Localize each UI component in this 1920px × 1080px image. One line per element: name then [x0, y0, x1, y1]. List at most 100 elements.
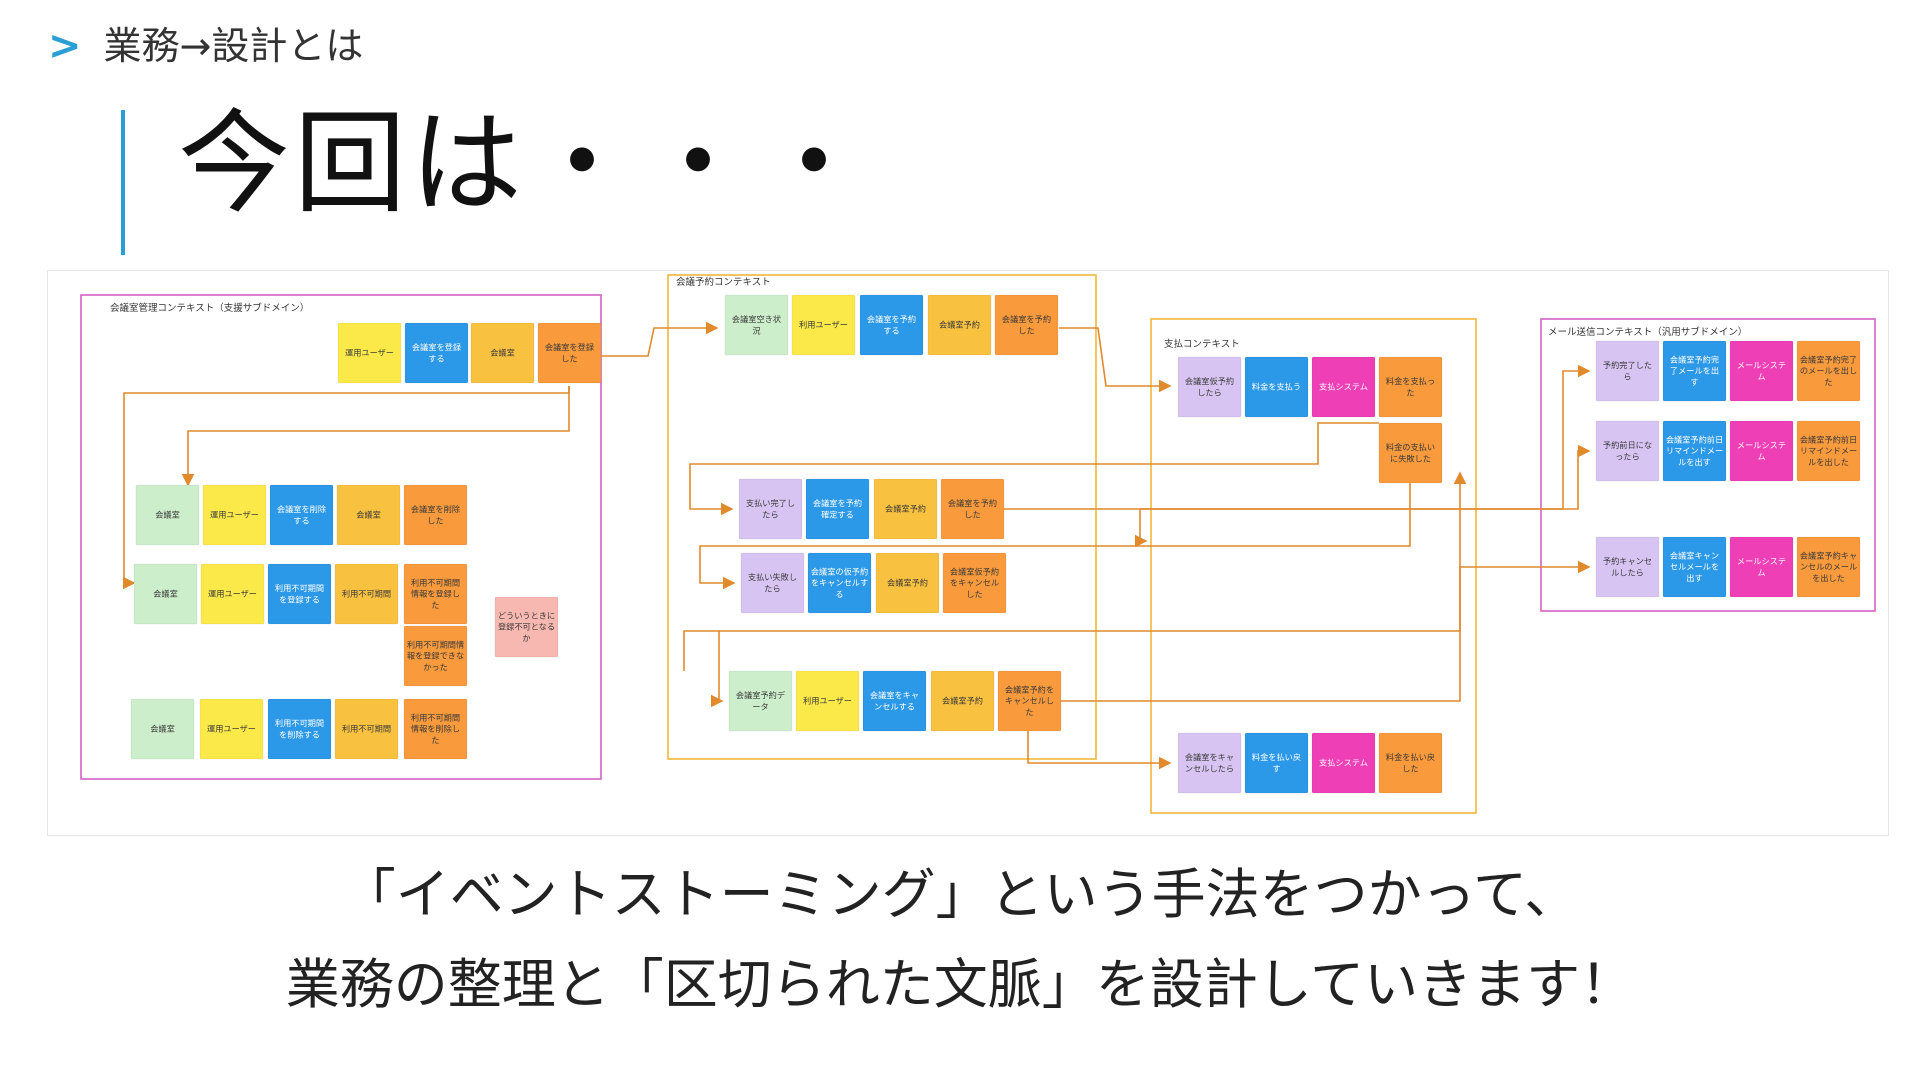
sticky-note-policy: 予約キャンセルしたら [1595, 536, 1660, 598]
sticky-note-event: 会議室を予約した [940, 478, 1005, 540]
connector-1 [601, 321, 719, 357]
sticky-note-aggregate-name: 会議室 [470, 322, 535, 384]
sticky-note-label: 料金を支払った [1386, 376, 1435, 397]
context-title-2: 会議予約コンテキスト [676, 276, 771, 288]
sticky-note-aggregate: 会議室空き状況 [724, 294, 789, 356]
sticky-note-label: 会議室を削除した [411, 504, 460, 525]
connector-12 [1061, 560, 1591, 702]
sticky-note-label: 料金を払い戻す [1252, 752, 1301, 773]
sticky-note-label: 利用不可期間を登録する [275, 583, 324, 604]
sticky-note-label: 料金を支払う [1252, 382, 1301, 392]
sticky-note-event: 会議室を登録した [537, 322, 602, 384]
sticky-note-label: 運用ユーザー [210, 510, 259, 520]
sticky-note-label: 支払い失敗したら [748, 572, 797, 593]
sticky-note-command: 会議室予約前日リマインドメールを出す [1662, 420, 1727, 482]
caption: 「イベントストーミング」という手法をつかって、 業務の整理と「区切られた文脈」を… [0, 850, 1920, 1030]
connector-6 [699, 483, 1411, 590]
event-storming-diagram: 会議室管理コンテキスト（支援サブドメイン）会議予約コンテキスト支払コンテキストメ… [80, 274, 1876, 814]
sticky-note-aggregate: 会議室 [133, 563, 198, 625]
sticky-note-actor: 利用ユーザー [791, 294, 856, 356]
sticky-note-label: 利用不可期間情報を登録した [411, 578, 460, 610]
sticky-note-label: 会議室を予約した [1002, 314, 1051, 335]
sticky-note-label: 会議室キャンセルメールを出す [1670, 551, 1719, 583]
connector-10 [683, 471, 1467, 671]
sticky-note-label: 会議室予約 [885, 504, 926, 514]
sticky-note-label: 利用不可期間を削除する [275, 718, 324, 739]
sticky-note-label: 利用不可期間情報を登録できなかった [407, 640, 464, 672]
connector-3 [122, 386, 570, 590]
sticky-note-external-system: メールシステム [1729, 536, 1794, 598]
sticky-note-actor: 運用ユーザー [337, 322, 402, 384]
sticky-note-policy: 支払い失敗したら [740, 552, 805, 614]
sticky-note-label: 会議室を予約する [867, 314, 916, 335]
context-frame-4 [1540, 318, 1876, 612]
sticky-note-aggregate-name: 利用不可期間 [334, 563, 399, 625]
sticky-note-label: 利用不可期間 [342, 589, 391, 599]
sticky-note-label: 会議室予約 [942, 696, 983, 706]
sticky-note-command: 利用不可期間を登録する [267, 563, 332, 625]
sticky-note-label: 会議室 [155, 510, 180, 520]
sticky-note-label: 会議室をキャンセルしたら [1185, 752, 1234, 773]
context-frame-2 [667, 274, 1097, 760]
sticky-note-command: 会議室を登録する [404, 322, 469, 384]
sticky-note-event: 会議室予約前日リマインドメールを出した [1796, 420, 1861, 482]
sticky-note-label: 会議室 [150, 724, 175, 734]
sticky-note-label: 支払い完了したら [746, 498, 795, 519]
sticky-note-label: 利用不可期間情報を削除した [411, 713, 460, 745]
sticky-note-policy: 予約前日になったら [1595, 420, 1660, 482]
sticky-note-command: 会議室の仮予約をキャンセルする [807, 552, 872, 614]
sticky-note-event: 料金を払い戻した [1378, 732, 1443, 794]
connector-11 [710, 631, 724, 708]
connector-5 [689, 422, 1379, 516]
context-title-4: メール送信コンテキスト（汎用サブドメイン） [1548, 326, 1747, 338]
sticky-note-event: 会議室予約をキャンセルした [997, 670, 1062, 732]
sticky-note-label: 会議室の仮予約をキャンセルする [811, 567, 868, 599]
sticky-note-actor: 運用ユーザー [202, 484, 267, 546]
connector-7 [1004, 508, 1148, 548]
sticky-note-label: 会議室予約データ [736, 690, 786, 711]
sticky-note-label: 会議室 [490, 348, 515, 358]
connector-9 [1140, 444, 1591, 510]
sticky-note-command: 会議室を予約確定する [805, 478, 870, 540]
sticky-note-external-system: メールシステム [1729, 340, 1794, 402]
sticky-note-policy: 予約完了したら [1595, 340, 1660, 402]
sticky-note-policy: 会議室仮予約したら [1177, 356, 1242, 418]
sticky-note-aggregate-name: 会議室予約 [875, 552, 940, 614]
sticky-note-label: 料金を払い戻した [1386, 752, 1435, 773]
sticky-note-command: 会議室を予約する [859, 294, 924, 356]
connector-4 [181, 386, 570, 487]
sticky-note-label: 会議室を予約した [948, 498, 997, 519]
sticky-note-event: 会議室を予約した [994, 294, 1059, 356]
sticky-note-event: 利用不可期間情報を登録できなかった [403, 625, 468, 687]
sticky-note-event: 料金を支払った [1378, 356, 1443, 418]
sticky-note-label: 会議室をキャンセルする [870, 690, 919, 711]
context-frame-1 [80, 294, 602, 780]
sticky-note-label: 運用ユーザー [208, 589, 257, 599]
sticky-note-label: 利用ユーザー [799, 320, 848, 330]
sticky-note-event: 利用不可期間情報を登録した [403, 563, 468, 625]
sticky-note-event: 利用不可期間情報を削除した [403, 698, 468, 760]
sticky-note-aggregate-name: 会議室 [336, 484, 401, 546]
breadcrumb: > 業務→設計とは [48, 26, 363, 66]
sticky-note-label: 料金の支払いに失敗した [1386, 442, 1435, 463]
sticky-note-external-system: 支払システム [1311, 356, 1376, 418]
sticky-note-external-system: 支払システム [1311, 732, 1376, 794]
sticky-note-command: 会議室を削除する [269, 484, 334, 546]
sticky-note-label: 会議室を登録する [412, 342, 461, 363]
sticky-note-label: 会議室予約 [939, 320, 980, 330]
sticky-note-aggregate-name: 利用不可期間 [334, 698, 399, 760]
sticky-note-aggregate-name: 会議室予約 [930, 670, 995, 732]
sticky-note-actor: 利用ユーザー [795, 670, 860, 732]
sticky-note-label: 会議室予約をキャンセルした [1005, 685, 1054, 717]
sticky-note-event: 会議室予約キャンセルのメールを出した [1796, 536, 1861, 598]
sticky-note-label: 会議室予約前日リマインドメールを出した [1800, 435, 1857, 467]
sticky-note-issue: どういうときに登録不可となるか [494, 596, 559, 658]
sticky-note-label: 会議室予約 [887, 578, 928, 588]
sticky-note-aggregate-name: 会議室予約 [873, 478, 938, 540]
context-frame-3 [1150, 318, 1477, 814]
sticky-note-label: メールシステム [1737, 360, 1786, 381]
sticky-note-label: 運用ユーザー [207, 724, 256, 734]
caption-line-2: 業務の整理と「区切られた文脈」を設計していきます！ [285, 953, 1635, 1016]
sticky-note-label: 会議室予約前日リマインドメールを出す [1666, 435, 1723, 467]
sticky-note-label: 予約完了したら [1603, 360, 1652, 381]
